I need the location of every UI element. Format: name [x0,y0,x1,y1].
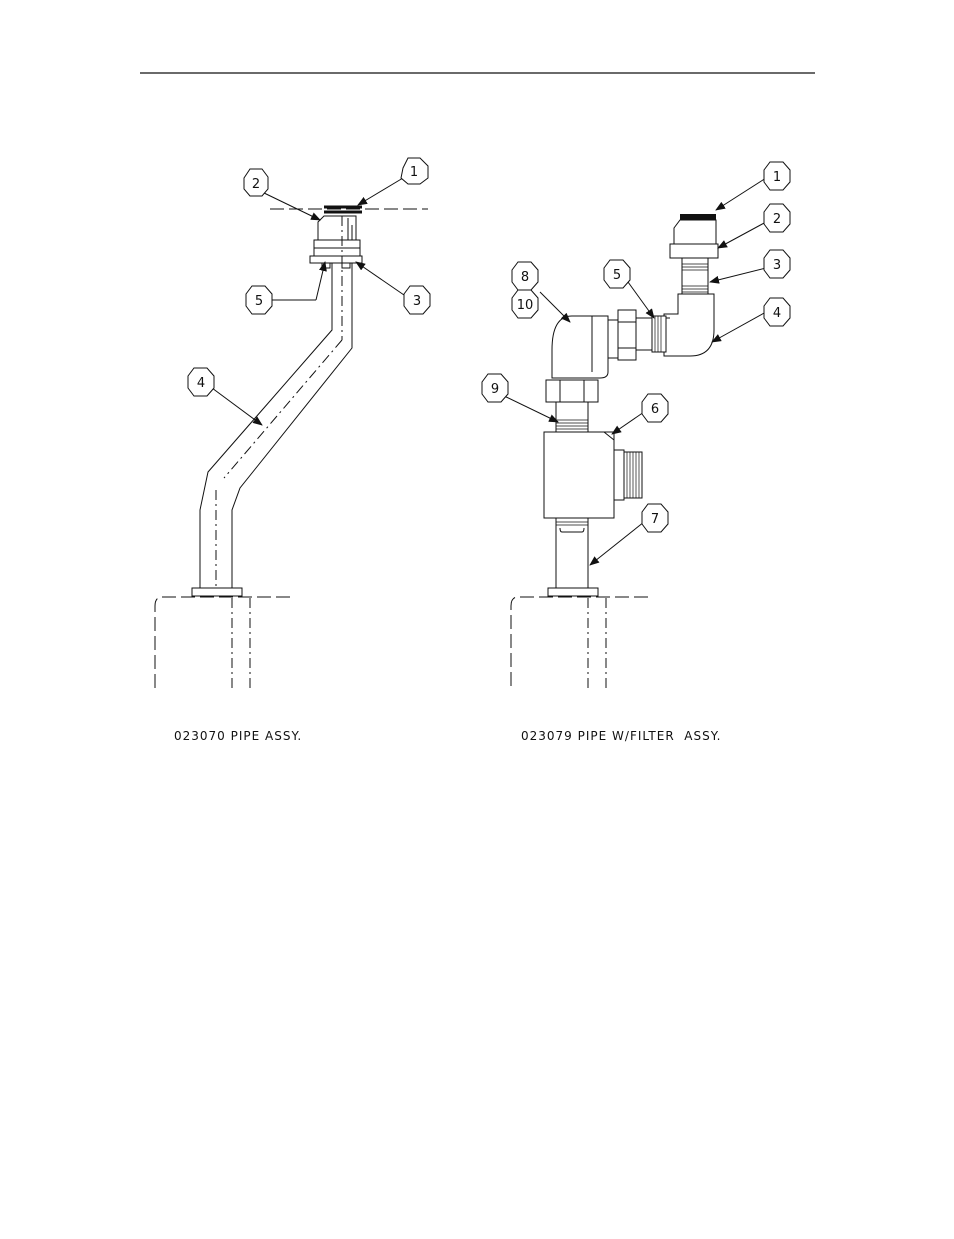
svg-text:3: 3 [773,258,781,273]
svg-text:1: 1 [410,165,418,180]
callout-right-9: 9 [481,373,509,403]
svg-text:1: 1 [773,170,781,185]
left-assembly-drawing [154,205,428,690]
callout-left-3: 3 [403,285,431,315]
left-assembly-caption: 023070 PIPE ASSY. [174,729,302,743]
callout-left-5: 5 [245,285,273,315]
svg-text:8: 8 [521,270,529,285]
svg-text:3: 3 [413,294,421,309]
callout-right-6: 6 [641,393,669,423]
svg-text:5: 5 [613,268,621,283]
callout-right-5: 5 [603,259,631,289]
svg-text:4: 4 [773,306,781,321]
callout-right-1: 1 [763,161,791,191]
callout-right-10: 10 [517,298,534,313]
svg-text:4: 4 [197,376,205,391]
right-assembly-caption: 023079 PIPE W/FILTER ASSY. [521,729,721,743]
callout-right-4: 4 [763,297,791,327]
svg-text:6: 6 [651,402,659,417]
callout-right-8: 8 10 [511,261,539,319]
svg-text:2: 2 [773,212,781,227]
callout-left-1: 1 [400,157,429,185]
callout-left-4: 4 [187,367,215,397]
right-assembly-drawing [510,214,719,690]
callout-right-7: 7 [641,503,669,533]
callout-right-2: 2 [763,203,791,233]
callout-right-3: 3 [763,249,791,279]
svg-text:5: 5 [255,294,263,309]
svg-text:9: 9 [491,382,499,397]
svg-text:7: 7 [651,512,659,527]
svg-text:2: 2 [252,177,260,192]
callout-left-2: 2 [243,168,269,197]
